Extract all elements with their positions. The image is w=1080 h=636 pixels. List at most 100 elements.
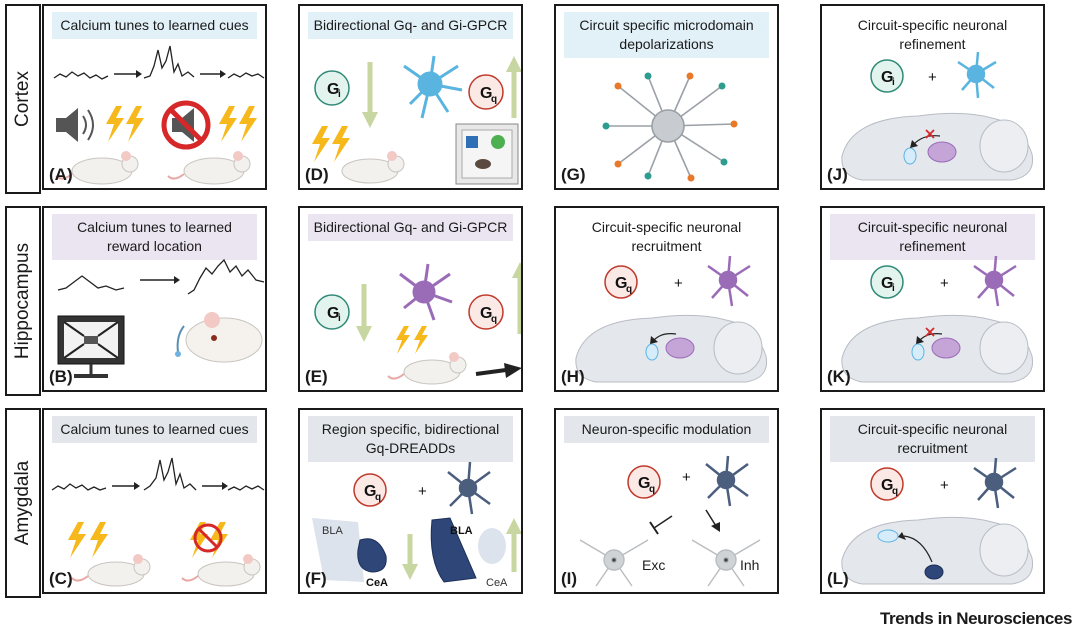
inhibit-bar (649, 521, 659, 535)
brain-icon (841, 314, 1034, 383)
panel-l-title: Circuit-specific neuronal recruitment (830, 416, 1035, 462)
panel-k-illustration: G i + (841, 255, 1034, 383)
up-arrow-icon (506, 56, 521, 118)
svg-text:i: i (338, 89, 341, 100)
down-arrow-icon (356, 284, 372, 342)
cea-region-right (478, 528, 506, 564)
svg-text:G: G (881, 69, 893, 86)
panel-k-label: (K) (827, 367, 851, 386)
bla-region-left (312, 518, 364, 582)
gq-receptor-icon: G q (468, 74, 504, 110)
panel-b-title: Calcium tunes to learned reward location (52, 214, 257, 260)
panel-i-illustration: G q + Exc Inh (579, 455, 761, 587)
microdomain-markers (602, 72, 738, 182)
panel-l: Circuit-specific neuronal recruitment G … (820, 408, 1045, 594)
panel-c-label: (C) (49, 569, 73, 588)
no-lightning-icon (190, 522, 228, 558)
astrocyte-grey-icon (606, 75, 735, 179)
calcium-trace-return (227, 72, 265, 79)
plus-sign: + (418, 483, 427, 500)
panel-l-label: (L) (827, 569, 849, 588)
astrocyte-blue-icon (957, 51, 997, 99)
lightning-icon (312, 126, 350, 162)
row-label-cortex: Cortex (5, 4, 41, 194)
up-arrow-icon (506, 518, 521, 572)
no-speaker-icon (161, 100, 211, 150)
panel-b: Calcium tunes to learned reward location… (42, 206, 267, 392)
plus-sign: + (682, 469, 691, 486)
mouse-icon (341, 151, 405, 184)
svg-text:i: i (338, 313, 341, 324)
panel-b-illustration (57, 258, 265, 378)
panel-i-title: Neuron-specific modulation (564, 416, 769, 443)
astrocyte-blue-icon (403, 55, 463, 119)
cea-label-left: CeA (366, 577, 388, 589)
arrow-head-2 (220, 70, 226, 78)
calcium-trace-baseline (53, 71, 109, 80)
astrocyte-navy-icon (705, 455, 749, 507)
panel-e-title: Bidirectional Gq- and Gi-GPCR (308, 214, 513, 241)
panel-h-title: Circuit-specific neuronal recruitment (591, 219, 742, 254)
panel-c-title: Calcium tunes to learned cues (52, 416, 257, 443)
row-label-cortex-text: Cortex (12, 71, 33, 127)
panel-c: Calcium tunes to learned cues (42, 408, 267, 594)
gq-receptor-icon: G q (353, 473, 387, 507)
svg-text:G: G (327, 81, 339, 98)
panel-a-label: (A) (49, 165, 73, 184)
arrow-head-1 (134, 482, 140, 490)
panel-h: Circuit-specific neuronal recruitment G … (554, 206, 779, 392)
astrocyte-navy-icon (973, 457, 1017, 509)
inhibitory-neuron-icon (691, 539, 761, 587)
speaker-icon (56, 108, 94, 142)
panel-d-illustration: G i G q (312, 55, 521, 185)
brain-icon (575, 314, 768, 383)
panel-d-title: Bidirectional Gq- and Gi-GPCR (308, 12, 513, 39)
astrocyte-purple-icon (973, 255, 1017, 307)
lightning-icon (106, 106, 144, 142)
svg-text:G: G (480, 305, 492, 322)
arrow-head-1 (136, 70, 142, 78)
panel-j-title: Circuit-specific neuronal refinement (857, 17, 1008, 52)
svg-text:G: G (615, 275, 627, 292)
gi-receptor-icon: G i (870, 59, 904, 93)
mouse-icon-2 (167, 151, 251, 185)
gq-receptor-icon: G q (627, 465, 661, 499)
gq-receptor-icon: G q (604, 265, 638, 299)
panel-e-label: (E) (305, 367, 328, 386)
panel-i-label: (I) (561, 569, 578, 588)
journal-footer: Trends in Neurosciences (879, 609, 1072, 628)
bla-label-right: BLA (450, 525, 473, 537)
down-arrow-icon (362, 62, 378, 128)
svg-text:q: q (626, 284, 632, 295)
brain-icon (841, 516, 1034, 585)
vr-monitor-icon (57, 315, 125, 378)
row-label-amygdala: Amygdala (5, 408, 41, 598)
panel-g-illustration (602, 72, 738, 182)
svg-text:i: i (892, 283, 895, 294)
panel-d: Bidirectional Gq- and Gi-GPCR G i G q (298, 4, 523, 190)
svg-text:q: q (375, 492, 381, 503)
plus-sign: + (940, 477, 949, 494)
exc-label: Exc (642, 557, 665, 573)
svg-text:G: G (638, 475, 650, 492)
calcium-trace-return (227, 485, 265, 491)
svg-text:q: q (491, 314, 497, 325)
panel-f: Region specific, bidirectional Gq-DREADD… (298, 408, 523, 594)
inhibit-arrow (653, 515, 673, 529)
svg-text:q: q (892, 486, 898, 497)
svg-text:G: G (881, 275, 893, 292)
down-arrow-icon (402, 534, 418, 580)
panel-h-label: (H) (561, 367, 585, 386)
panel-f-illustration: G q + BLA CeA BLA CeA (312, 461, 521, 589)
mouse-icon-1 (55, 151, 139, 185)
mouse-icon-2 (181, 554, 261, 587)
panel-e-illustration: G i G q (314, 262, 521, 385)
panel-j: Circuit-specific neuronal refinement G i… (820, 4, 1045, 190)
calcium-trace-baseline (51, 483, 107, 491)
panel-j-label: (J) (827, 165, 848, 184)
panel-k-title: Circuit-specific neuronal refinement (830, 214, 1035, 260)
calcium-trace-peak (143, 457, 197, 491)
panel-f-label: (F) (305, 569, 327, 588)
panel-c-illustration (51, 457, 265, 587)
svg-text:G: G (480, 85, 492, 102)
